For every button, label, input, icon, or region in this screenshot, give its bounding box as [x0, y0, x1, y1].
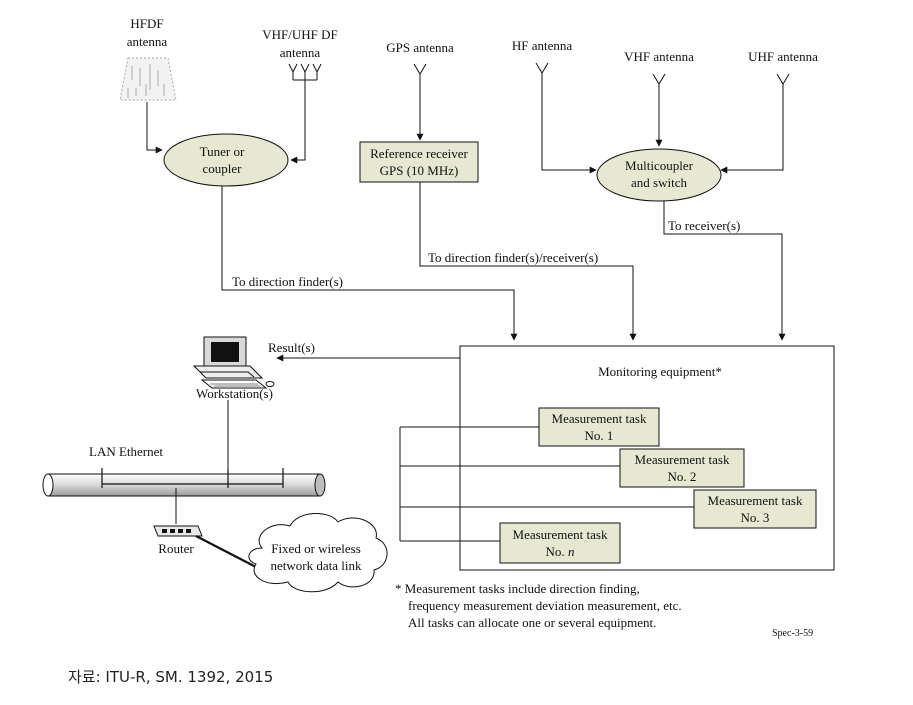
- cloud-label-2: network data link: [271, 558, 362, 573]
- lan-ethernet-label: LAN Ethernet: [89, 444, 163, 459]
- task-n-label-2: No. n: [546, 544, 575, 559]
- workstation-icon: [192, 336, 275, 389]
- reference-to-monitoring-line: [419, 182, 637, 341]
- task-2-label-2: No. 2: [668, 469, 697, 484]
- results-label: Result(s): [268, 340, 315, 355]
- vhf-antenna-icon: [652, 73, 666, 92]
- monitoring-equipment-title: Monitoring equipment*: [598, 364, 722, 379]
- vhfuhf-to-tuner-line: [290, 80, 306, 164]
- to-direction-finders-label: To direction finder(s): [232, 274, 343, 289]
- gps-antenna: GPS antenna: [386, 40, 454, 82]
- task-bus: [399, 426, 694, 542]
- uhf-to-multicoupler-line: [720, 92, 784, 174]
- measurement-task-1: Measurement task No. 1: [538, 407, 660, 447]
- figure-id: Spec-3-59: [772, 628, 813, 639]
- measurement-task-n: Measurement task No. n: [499, 522, 621, 564]
- hfdf-antenna-label-2: antenna: [127, 34, 168, 49]
- footnote-line-3: All tasks can allocate one or several eq…: [408, 615, 656, 630]
- footnote-line-2: frequency measurement deviation measurem…: [408, 598, 682, 613]
- vhfuhf-df-antenna-label-1: VHF/UHF DF: [262, 27, 338, 42]
- vhfuhf-df-antenna-icon: [288, 63, 322, 81]
- vhfuhf-df-antenna: VHF/UHF DF antenna: [262, 27, 338, 81]
- hfdf-antenna: HFDF antenna: [119, 16, 177, 101]
- vhf-antenna: VHF antenna: [624, 49, 694, 92]
- hfdf-to-tuner-line: [146, 102, 163, 154]
- reference-receiver-label-1: Reference receiver: [370, 146, 468, 161]
- task-n-number-prefix: No.: [546, 544, 568, 559]
- tuner-to-monitoring-line: [221, 186, 518, 341]
- task-n-label-1: Measurement task: [513, 527, 608, 542]
- reference-receiver-node: Reference receiver GPS (10 MHz): [359, 141, 479, 183]
- hf-to-multicoupler-line: [541, 81, 597, 174]
- to-receivers-label: To receiver(s): [668, 218, 740, 233]
- measurement-task-2: Measurement task No. 2: [619, 448, 745, 488]
- tuner-coupler-node: Tuner or coupler: [163, 133, 289, 187]
- multicoupler-to-monitoring-line: [663, 201, 786, 341]
- hf-antenna-icon: [535, 62, 549, 81]
- uhf-antenna-label: UHF antenna: [748, 49, 818, 64]
- uhf-antenna-icon: [776, 73, 790, 92]
- hf-antenna-label: HF antenna: [512, 38, 573, 53]
- hfdf-antenna-label-1: HFDF: [130, 16, 163, 31]
- to-direction-finders-receivers-label: To direction finder(s)/receiver(s): [428, 250, 598, 265]
- footnote-line-1: * Measurement tasks include direction fi…: [395, 581, 640, 596]
- gps-antenna-icon: [413, 63, 427, 82]
- task-3-label-2: No. 3: [741, 510, 770, 525]
- lan-ethernet-pipe: [42, 468, 326, 497]
- multicoupler-node: Multicoupler and switch: [596, 148, 722, 202]
- vhf-antenna-label: VHF antenna: [624, 49, 694, 64]
- tuner-label-2: coupler: [203, 161, 243, 176]
- task-1-label-1: Measurement task: [552, 411, 647, 426]
- router-icon: [153, 525, 203, 537]
- cloud-label-1: Fixed or wireless: [271, 541, 361, 556]
- router-to-cloud-link: [195, 535, 259, 569]
- reference-receiver-label-2: GPS (10 MHz): [380, 163, 459, 178]
- multicoupler-label-2: and switch: [631, 175, 687, 190]
- vhfuhf-df-antenna-label-2: antenna: [280, 45, 321, 60]
- task-1-label-2: No. 1: [585, 428, 614, 443]
- router-label: Router: [158, 541, 194, 556]
- hf-antenna: HF antenna: [512, 38, 573, 81]
- source-caption: 자료: ITU-R, SM. 1392, 2015: [68, 668, 274, 686]
- multicoupler-label-1: Multicoupler: [625, 158, 694, 173]
- network-cloud-icon: [248, 512, 388, 593]
- workstation-label: Workstation(s): [196, 386, 273, 401]
- tuner-label-1: Tuner or: [200, 144, 245, 159]
- gps-antenna-label: GPS antenna: [386, 40, 454, 55]
- uhf-antenna: UHF antenna: [748, 49, 818, 92]
- task-2-label-1: Measurement task: [635, 452, 730, 467]
- measurement-task-3: Measurement task No. 3: [693, 489, 817, 529]
- task-n-number-italic: n: [568, 544, 575, 559]
- hfdf-array-icon: [119, 57, 177, 101]
- task-3-label-1: Measurement task: [708, 493, 803, 508]
